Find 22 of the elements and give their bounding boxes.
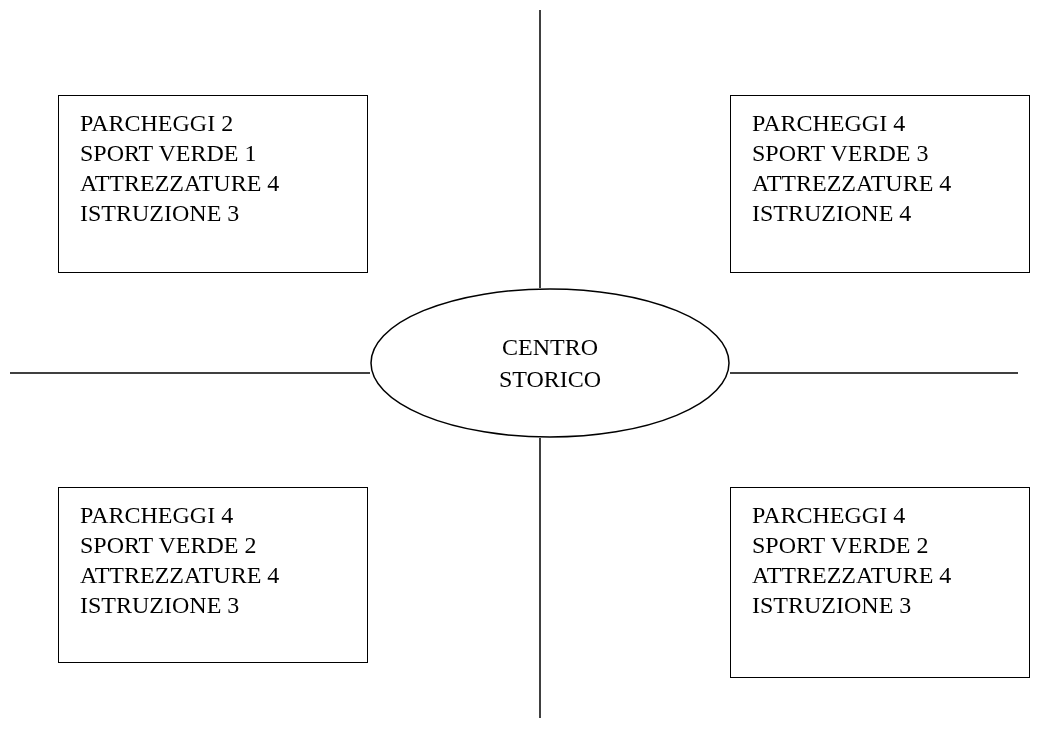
- node-text: SPORT VERDE 2: [752, 531, 929, 560]
- node-text: PARCHEGGI 4: [80, 501, 234, 530]
- node-text: SPORT VERDE 1: [80, 139, 257, 168]
- node-text: ISTRUZIONE 3: [752, 591, 912, 620]
- node-text: CENTRO STORICO: [497, 333, 603, 394]
- node-text: ISTRUZIONE 3: [80, 591, 240, 620]
- node-text: ISTRUZIONE 3: [80, 199, 240, 228]
- text-box: [58, 487, 368, 663]
- text-box: [58, 95, 368, 273]
- node-text: PARCHEGGI 4: [752, 501, 906, 530]
- node-text: PARCHEGGI 4: [752, 109, 906, 138]
- node-text: PARCHEGGI 2: [80, 109, 234, 138]
- node-text: SPORT VERDE 2: [80, 531, 257, 560]
- text-box: [730, 95, 1030, 273]
- node-text: ATTREZZATURE 4: [80, 561, 280, 590]
- text-box: [730, 487, 1030, 678]
- node-text: ISTRUZIONE 4: [752, 199, 912, 228]
- node-text: ATTREZZATURE 4: [752, 169, 952, 198]
- node-text: SPORT VERDE 3: [752, 139, 929, 168]
- ellipse-node: [370, 288, 730, 438]
- node-text: ATTREZZATURE 4: [752, 561, 952, 590]
- node-text: ATTREZZATURE 4: [80, 169, 280, 198]
